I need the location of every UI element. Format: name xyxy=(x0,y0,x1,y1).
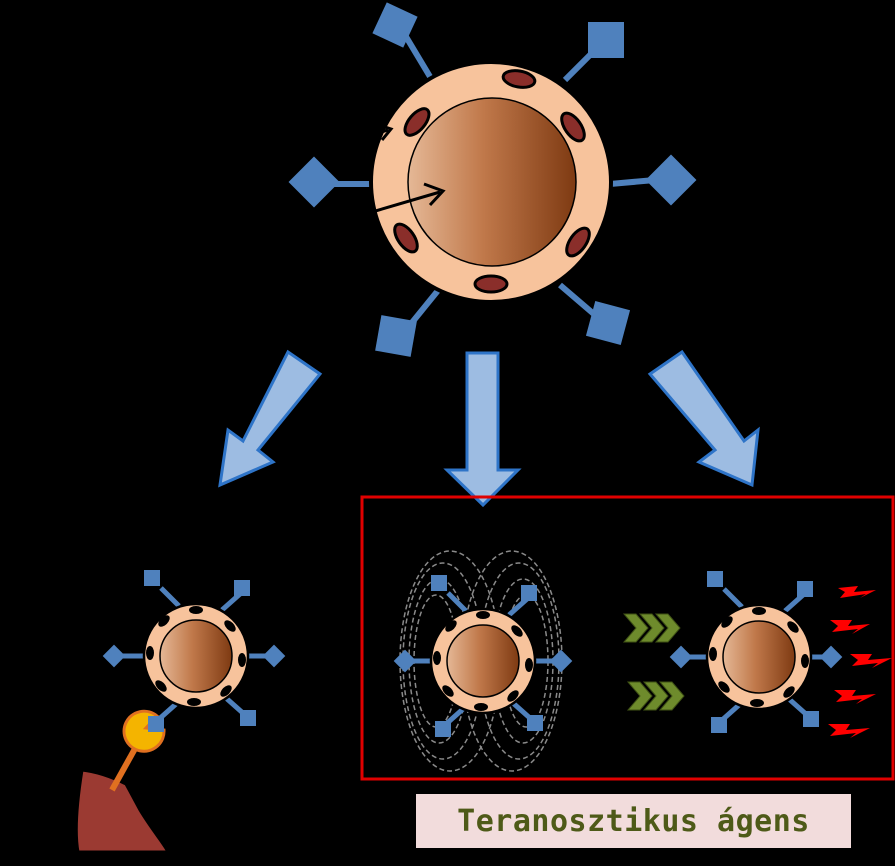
receptor-icon xyxy=(122,709,166,753)
receptor-stem xyxy=(109,743,140,792)
particle-core xyxy=(407,97,577,267)
targeting-particle xyxy=(102,570,286,732)
arrow-right xyxy=(647,349,760,488)
arrow-left xyxy=(218,349,323,488)
surface-dots xyxy=(393,69,591,294)
chevron-icon xyxy=(622,613,685,711)
emitting-particle xyxy=(669,571,843,733)
theranostic-label-text: Teranosztikus ágens xyxy=(457,803,810,839)
theranostic-label: Teranosztikus ágens xyxy=(416,794,851,848)
signal-bolt-icons xyxy=(828,586,892,738)
tissue-shape xyxy=(74,768,171,854)
arrow-center xyxy=(443,351,522,508)
flow-arrows xyxy=(218,349,760,508)
pointer-arrows xyxy=(354,122,446,214)
magnetic-particle xyxy=(393,550,573,772)
theranostic-highlight-box xyxy=(360,495,895,781)
targeting-scenario xyxy=(74,570,286,854)
large-nanoparticle xyxy=(288,2,697,357)
